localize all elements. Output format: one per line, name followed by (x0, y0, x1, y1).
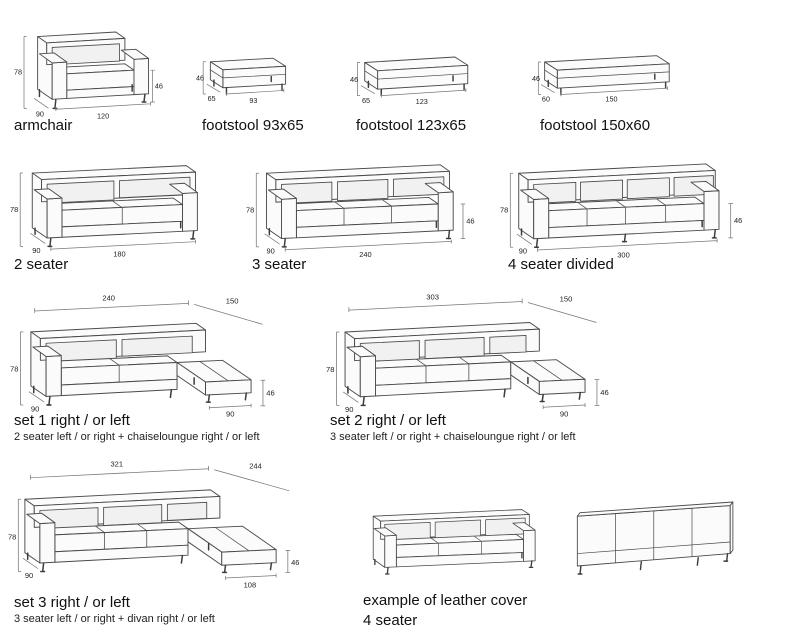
set1-dim-seat: 46 (266, 388, 274, 397)
set2-title: set 2 right / or left (330, 412, 446, 429)
footstool93-dim-width: 93 (249, 97, 257, 105)
two-seater-drawing: 78 90 180 (10, 165, 198, 259)
set1-dim-main: 240 (102, 294, 115, 303)
set1-subtitle: 2 seater left / or right + chaiseloungue… (14, 431, 260, 443)
seater4-title: 4 seater divided (508, 256, 614, 273)
leather-front-drawing (372, 509, 536, 575)
set1-dim-chaise: 150 (226, 296, 239, 305)
set1-dim-height: 78 (10, 365, 18, 374)
set3-drawing: 321 244 78 46 90 108 (8, 459, 299, 589)
footstool123-dim-height: 46 (350, 75, 358, 84)
set1-drawing: 240 150 78 46 90 90 (10, 294, 275, 419)
footstool-150-drawing: 46 60 150 (532, 55, 670, 104)
footstool123-dim-depth: 65 (362, 96, 370, 105)
seater2-dim-depth: 90 (32, 246, 40, 255)
armchair-dim-width: 120 (97, 111, 109, 120)
footstool150-title: footstool 150x60 (540, 117, 651, 134)
footstool123-dim-width: 123 (416, 97, 428, 106)
leather-back-drawing (576, 501, 734, 575)
set3-title: set 3 right / or left (14, 594, 130, 611)
seater2-dim-width: 180 (113, 250, 125, 259)
footstool150-dim-width: 150 (605, 95, 617, 104)
armchair-dim-seat: 46 (155, 81, 163, 90)
set2-dim-main: 303 (426, 293, 439, 302)
set2-dim-height: 78 (326, 365, 334, 374)
set2-drawing: 303 150 78 46 90 90 (326, 293, 609, 419)
footstool150-dim-height: 46 (532, 74, 540, 83)
seater3-dim-height: 78 (246, 205, 254, 214)
seater4-dim-depth: 90 (519, 247, 527, 256)
footstool93-dim-depth: 65 (208, 95, 216, 103)
armchair-drawing: 78 46 90 120 (14, 31, 163, 120)
seater4-dim-height: 78 (500, 206, 508, 215)
seater3-dim-seat: 46 (466, 217, 474, 226)
seater4-dim-seat: 46 (734, 216, 742, 225)
set2-dim-seat: 46 (600, 388, 608, 397)
seater3-dim-depth: 90 (267, 246, 275, 255)
four-seater-drawing: 78 46 90 300 (500, 163, 742, 259)
set1-dim-depth: 90 (31, 405, 39, 414)
seater4-dim-width: 300 (617, 250, 629, 259)
set1-dim-chaise-width: 90 (226, 409, 234, 418)
set2-dim-chaise: 150 (560, 295, 573, 304)
set3-dim-main: 321 (110, 459, 123, 468)
set2-dim-chaise-width: 90 (560, 410, 568, 419)
set3-dim-height: 78 (8, 533, 16, 542)
set3-dim-chaise: 244 (249, 461, 262, 470)
set3-dim-chaise-width: 108 (244, 580, 257, 589)
set3-dim-depth: 90 (25, 571, 33, 580)
set3-dim-seat: 46 (291, 558, 299, 567)
footstool93-dim-height: 46 (196, 75, 204, 83)
armchair-title: armchair (14, 117, 73, 134)
footstool93-title: footstool 93x65 (202, 117, 304, 134)
leather-title-line2: 4 seater (363, 612, 418, 629)
seater3-title: 3 seater (252, 256, 307, 273)
set2-dim-depth: 90 (345, 405, 353, 414)
set3-subtitle: 3 seater left / or right + divan right /… (14, 613, 215, 625)
seater3-dim-width: 240 (359, 250, 371, 259)
footstool150-dim-depth: 60 (542, 95, 550, 104)
footstool123-title: footstool 123x65 (356, 117, 467, 134)
set1-title: set 1 right / or left (14, 412, 130, 429)
footstool-123-drawing: 46 65 123 (350, 56, 469, 106)
leather-title-line1: example of leather cover (363, 592, 528, 609)
footstool-93-drawing: 46 65 93 (196, 57, 287, 105)
set2-subtitle: 3 seater left / or right + chaiseloungue… (330, 431, 576, 443)
armchair-dim-height: 78 (14, 68, 22, 77)
seater2-title: 2 seater (14, 256, 69, 273)
three-seater-drawing: 78 46 90 240 (246, 164, 475, 259)
seater2-dim-height: 78 (10, 205, 18, 214)
armchair-dim-depth: 90 (36, 110, 44, 119)
